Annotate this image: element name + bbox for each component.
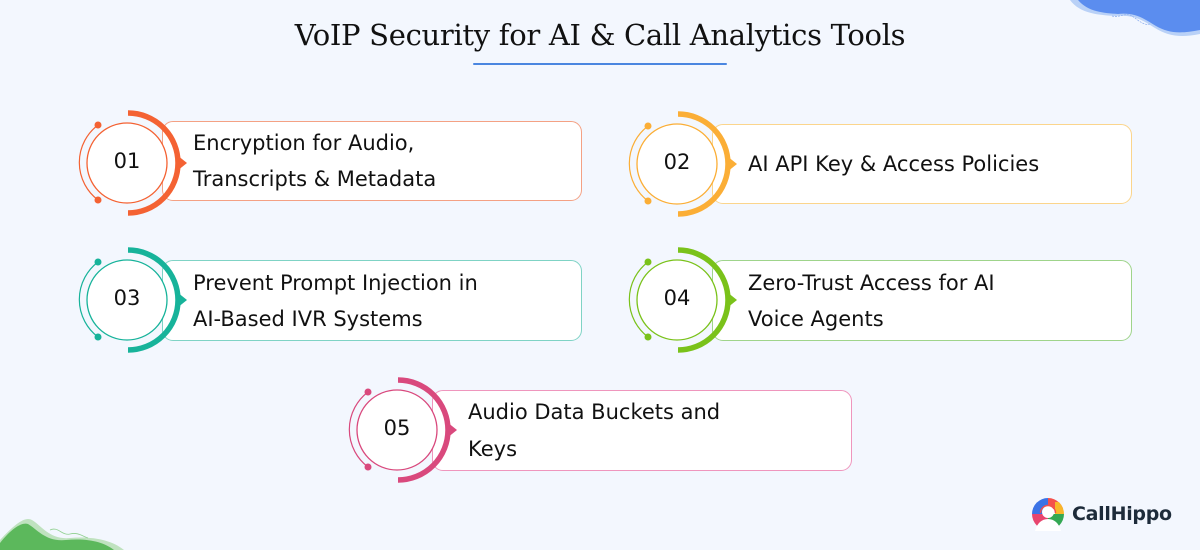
item-number: 03 <box>113 286 141 310</box>
item-label-line1: Zero-Trust Access for AI <box>748 271 995 295</box>
item-number: 04 <box>663 286 691 310</box>
decorative-wave-top-right <box>1070 0 1200 36</box>
number-badge-icon <box>78 247 187 353</box>
item-card <box>712 124 1132 204</box>
item-label-line1: Encryption for Audio, <box>193 131 415 155</box>
callhippo-logo: CallHippo <box>1031 497 1172 531</box>
callhippo-logo-icon <box>1032 498 1064 531</box>
item-card <box>712 260 1132 341</box>
item-number: 02 <box>663 150 691 174</box>
item-card <box>432 390 852 471</box>
logo-text: CallHippo <box>1072 503 1172 525</box>
number-badge-icon <box>78 110 187 216</box>
item-card <box>162 260 582 341</box>
number-badge-icon <box>348 377 457 483</box>
item-number: 05 <box>383 416 411 440</box>
item-label-line1: Audio Data Buckets and <box>468 400 721 424</box>
title-underline <box>473 63 727 65</box>
item-label-line2: AI-Based IVR Systems <box>193 307 423 331</box>
number-badge-icon <box>628 111 737 217</box>
item-label-line1: AI API Key & Access Policies <box>748 152 1040 176</box>
item-label-line1: Prevent Prompt Injection in <box>193 271 478 295</box>
item-label-line2: Transcripts & Metadata <box>193 167 437 191</box>
item-number: 01 <box>113 149 141 173</box>
item-label-line2: Voice Agents <box>748 307 884 331</box>
decorative-hill-bottom-left <box>0 518 124 550</box>
number-badge-icon <box>628 247 737 353</box>
item-card <box>162 121 582 201</box>
page-title: VoIP Security for AI & Call Analytics To… <box>294 18 906 52</box>
item-label-line2: Keys <box>468 437 518 461</box>
